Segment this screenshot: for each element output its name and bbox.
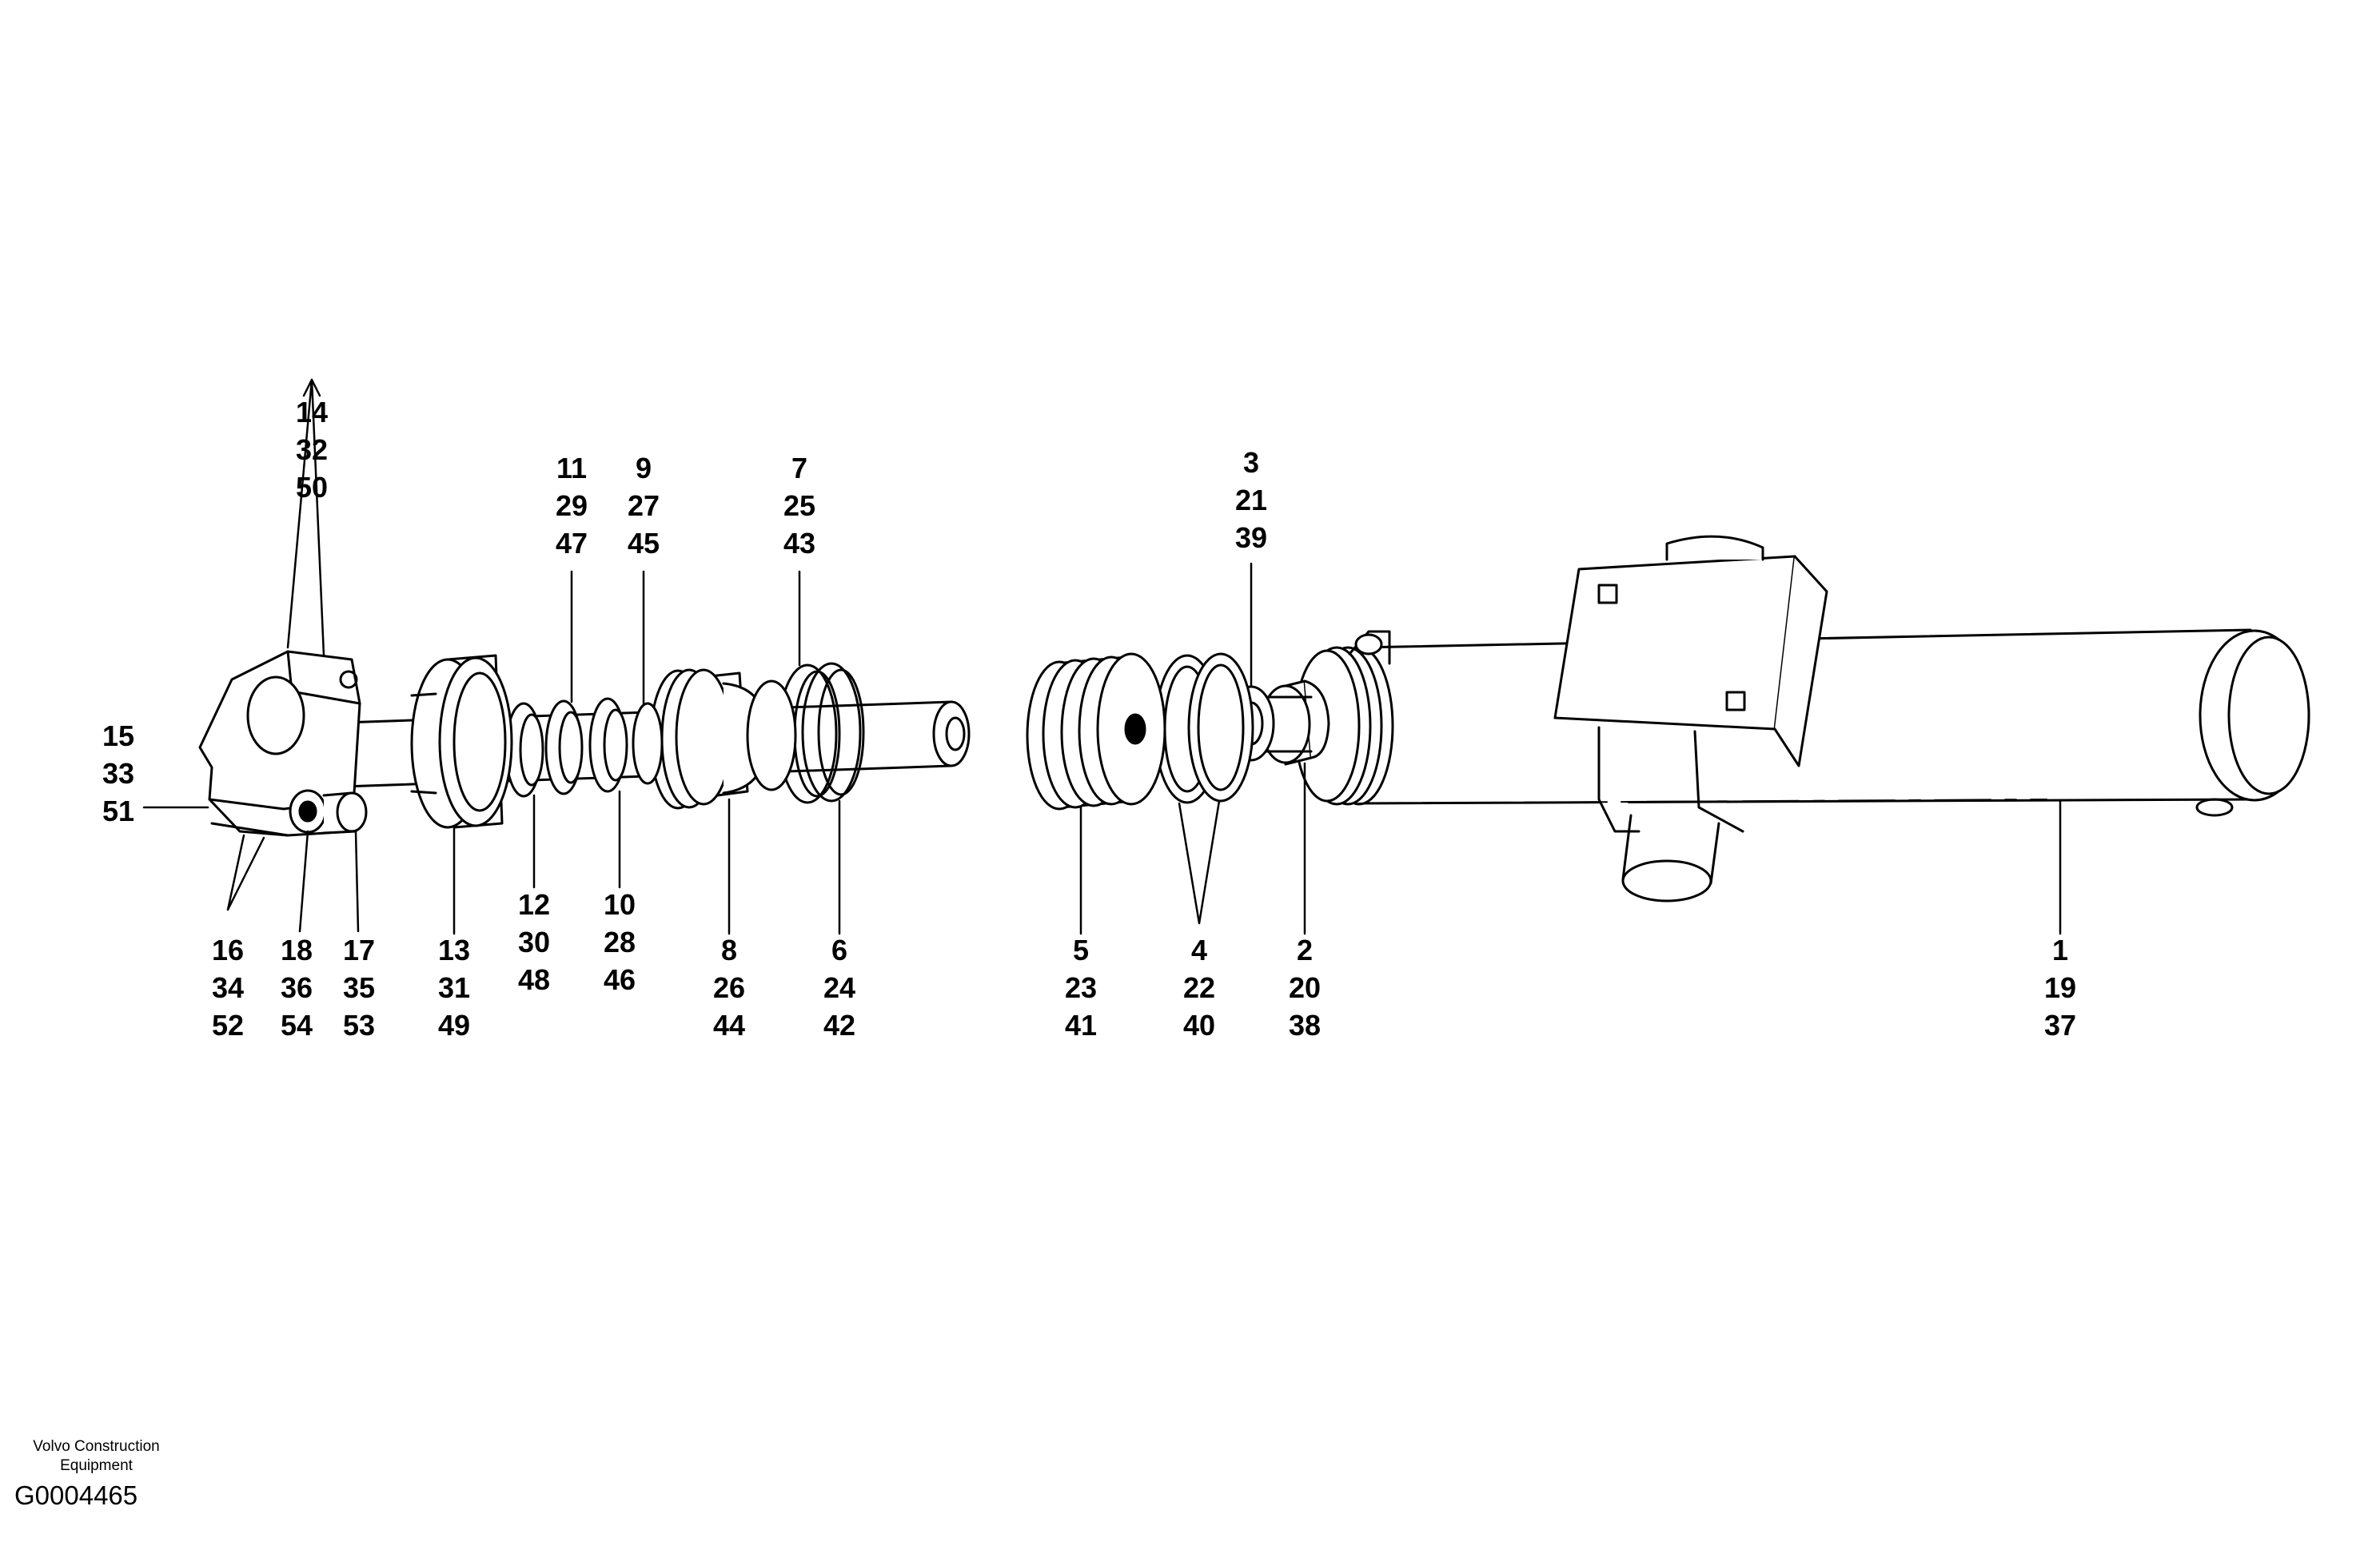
- cylinder-head: [410, 654, 513, 829]
- brand-line-1: Volvo Construction: [33, 1438, 160, 1455]
- nut: [1260, 679, 1330, 766]
- cylinder-barrel: [1294, 535, 2310, 903]
- guide-bushing: [649, 668, 797, 810]
- leader-lines: [142, 378, 2062, 935]
- drawing-id: G0004465: [14, 1480, 138, 1510]
- rod-eye-clamp: [198, 650, 361, 837]
- clamp-bolt: [289, 789, 368, 835]
- brand-line-2: Equipment: [60, 1457, 133, 1474]
- piston: [1026, 652, 1166, 811]
- piston-seals: [1154, 652, 1254, 804]
- rod-rings: [504, 697, 664, 798]
- brand-caption: Volvo Construction Equipment: [14, 1437, 178, 1476]
